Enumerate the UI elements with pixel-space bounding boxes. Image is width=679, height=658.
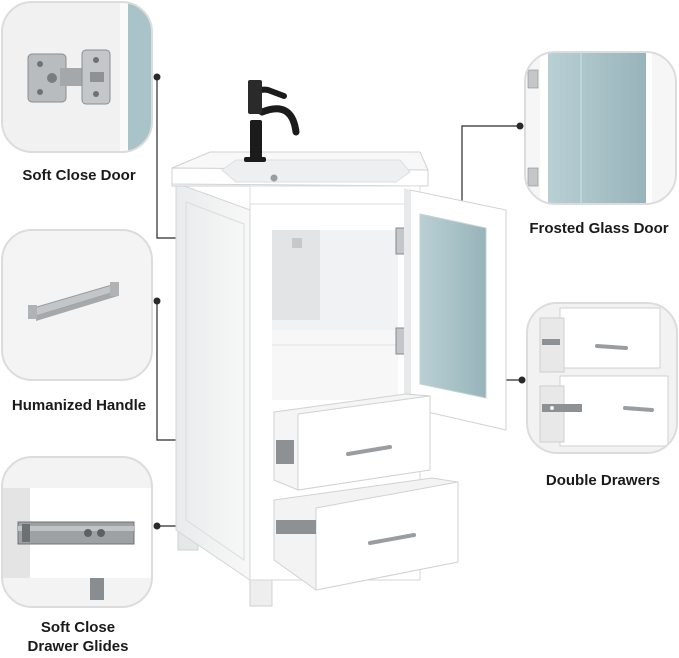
label-glides-line2: Drawer Glides: [27, 638, 129, 655]
label-frosted-glass-door: Frosted Glass Door: [529, 220, 669, 237]
callout-soft-close-door: [1, 1, 161, 153]
callout-humanized-handle: [1, 229, 161, 381]
hinge-icon: [27, 49, 111, 105]
label-soft-close-door: Soft Close Door: [22, 167, 136, 184]
label-humanized-handle: Humanized Handle: [11, 397, 147, 414]
label-soft-close-drawer-glides: Soft Close Drawer Glides: [6, 618, 150, 656]
label-glides-line1: Soft Close: [40, 619, 116, 636]
drawer-glide-icon: [17, 521, 135, 545]
callout-soft-close-drawer-glides: [1, 456, 161, 608]
callout-frosted-glass-door: [516, 51, 677, 205]
handle-icon: [28, 282, 119, 321]
faucet-icon: [244, 80, 300, 162]
label-double-drawers: Double Drawers: [545, 472, 661, 489]
vanity-cabinet: [171, 80, 507, 607]
callout-double-drawers: [518, 302, 678, 454]
